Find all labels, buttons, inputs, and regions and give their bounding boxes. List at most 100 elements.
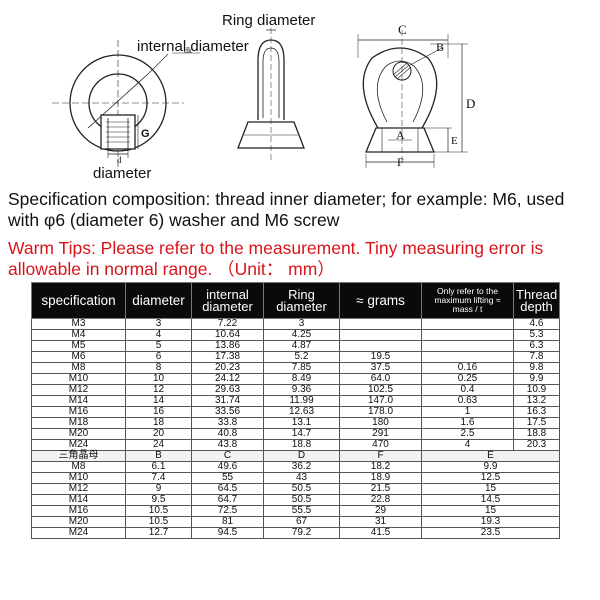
sub-table-cell: M24: [31, 527, 126, 539]
table-cell: 102.5: [339, 384, 422, 396]
b-label: B: [436, 40, 445, 54]
table-cell: 29.63: [191, 384, 264, 396]
internal-diameter-label: internal diameter: [137, 38, 249, 55]
table-cell: [421, 351, 514, 363]
table-cell: 20: [125, 428, 192, 440]
table-cell: 11.99: [263, 395, 340, 407]
table-cell: 5.3: [513, 329, 560, 341]
sub-header-cell: D: [263, 450, 340, 462]
f-label: F: [397, 155, 404, 169]
dk-label: dk: [184, 46, 192, 55]
table-cell: 13.1: [263, 417, 340, 429]
table-cell: 33.56: [191, 406, 264, 418]
table-cell: 10.9: [513, 384, 560, 396]
table-cell: 4: [125, 329, 192, 341]
table-cell: 180: [339, 417, 422, 429]
specification-note: Specification composition: thread inner …: [8, 189, 565, 230]
sub-table-cell: 12.5: [421, 472, 560, 484]
table-cell: 19.5: [339, 351, 422, 363]
sub-header-cjk: 三角晶母: [31, 450, 126, 462]
table-cell: 18.8: [513, 428, 560, 440]
sub-table-cell: 10.5: [125, 516, 192, 528]
sub-table-cell: 21.5: [339, 483, 422, 495]
header-lifting-mass: Only refer to the maximum lifting ≈ mass…: [421, 282, 514, 319]
table-cell: [339, 329, 422, 341]
table-cell: 14: [125, 395, 192, 407]
table-cell: 7.8: [513, 351, 560, 363]
table-cell: 9.9: [513, 373, 560, 385]
table-cell: 12.63: [263, 406, 340, 418]
sub-table-cell: 9.9: [421, 461, 560, 473]
table-cell: 31.74: [191, 395, 264, 407]
table-cell: M20: [31, 428, 126, 440]
sub-header-cell: E: [421, 450, 560, 462]
table-cell: 4.6: [513, 318, 560, 330]
sub-table-cell: 55: [191, 472, 264, 484]
table-cell: [421, 340, 514, 352]
table-cell: 37.5: [339, 362, 422, 374]
sub-table-cell: 18.2: [339, 461, 422, 473]
sub-table-cell: 9.5: [125, 494, 192, 506]
table-cell: 4: [421, 439, 514, 451]
table-cell: 8.49: [263, 373, 340, 385]
table-cell: 3: [263, 318, 340, 330]
eye-nut-drawings: [52, 28, 468, 170]
table-cell: 24.12: [191, 373, 264, 385]
table-cell: 13.2: [513, 395, 560, 407]
sub-table-cell: 41.5: [339, 527, 422, 539]
d-small-label: d: [117, 155, 122, 165]
sub-header-cell: B: [125, 450, 192, 462]
table-cell: 1.6: [421, 417, 514, 429]
table-cell: 4.87: [263, 340, 340, 352]
sub-table-cell: 50.5: [263, 483, 340, 495]
table-header-row: specification diameter internal diameter…: [31, 282, 560, 319]
sub-table-cell: M20: [31, 516, 126, 528]
a-label: A: [396, 128, 405, 142]
table-cell: M14: [31, 395, 126, 407]
sub-table-cell: 94.5: [191, 527, 264, 539]
table-cell: 470: [339, 439, 422, 451]
table-cell: 13.86: [191, 340, 264, 352]
table-cell: 12: [125, 384, 192, 396]
sub-table-cell: M16: [31, 505, 126, 517]
sub-table-cell: 18.9: [339, 472, 422, 484]
header-specification: specification: [31, 282, 126, 319]
table-cell: 10.64: [191, 329, 264, 341]
table-cell: 5: [125, 340, 192, 352]
sub-table-cell: 19.3: [421, 516, 560, 528]
table-cell: 18: [125, 417, 192, 429]
table-cell: 8: [125, 362, 192, 374]
table-cell: 20.23: [191, 362, 264, 374]
sub-table-cell: 15: [421, 505, 560, 517]
sub-table-cell: 72.5: [191, 505, 264, 517]
table-cell: 40.8: [191, 428, 264, 440]
ring-diameter-label: Ring diameter: [222, 12, 316, 29]
sub-table-cell: 6.1: [125, 461, 192, 473]
sub-table-cell: 31: [339, 516, 422, 528]
table-cell: M8: [31, 362, 126, 374]
table-cell: 0.16: [421, 362, 514, 374]
table-cell: 24: [125, 439, 192, 451]
table-cell: 2.5: [421, 428, 514, 440]
sub-table-cell: 15: [421, 483, 560, 495]
table-cell: 0.63: [421, 395, 514, 407]
table-cell: 147.0: [339, 395, 422, 407]
sub-table-cell: M10: [31, 472, 126, 484]
table-cell: [339, 340, 422, 352]
table-cell: 64.0: [339, 373, 422, 385]
table-cell: [421, 318, 514, 330]
table-cell: 33.8: [191, 417, 264, 429]
table-cell: 43.8: [191, 439, 264, 451]
sub-table-cell: 36.2: [263, 461, 340, 473]
